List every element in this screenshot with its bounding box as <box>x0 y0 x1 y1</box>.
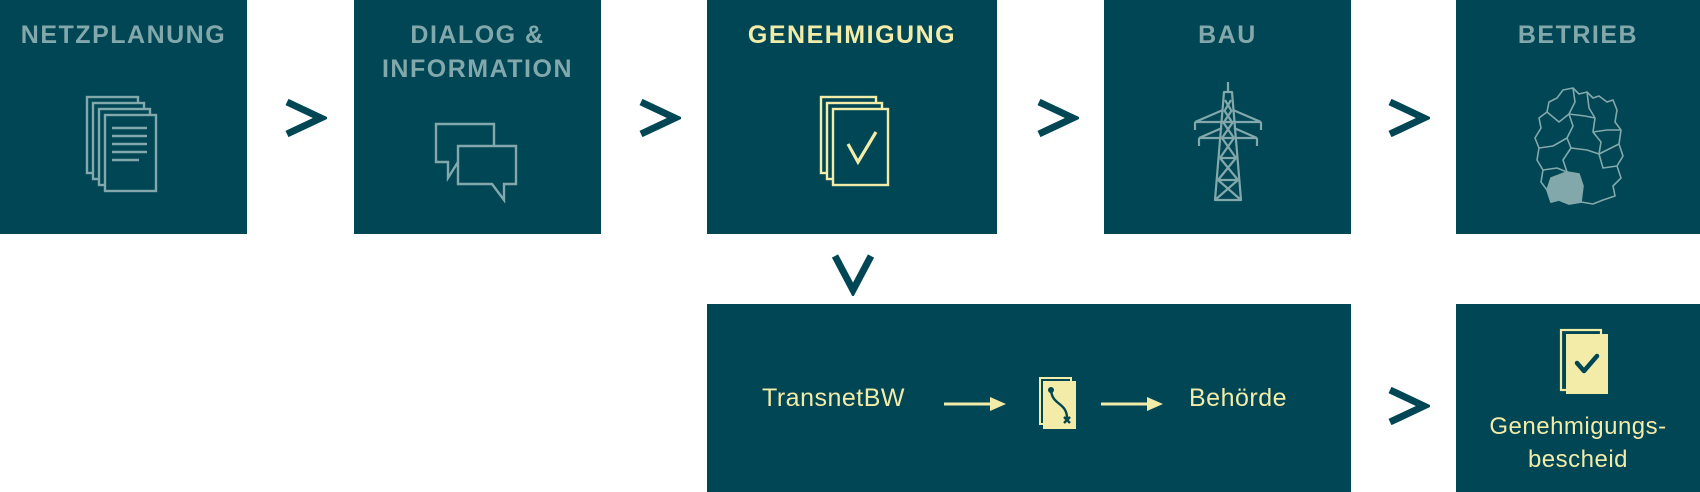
chevron-right-icon <box>639 98 681 138</box>
approval-process-panel: TransnetBW Behörde <box>707 304 1351 492</box>
checked-document-icon <box>1559 328 1608 394</box>
chevron-right-icon <box>285 98 327 138</box>
authority-label: Behörde <box>1189 384 1288 412</box>
approval-notice-box: Genehmigungs- bescheid <box>1456 304 1700 492</box>
documents-stack-icon <box>85 95 158 193</box>
step-dialog-information: DIALOG & INFORMATION <box>354 0 601 234</box>
speech-bubbles-icon <box>434 122 518 204</box>
step-title: NETZPLANUNG <box>20 21 227 49</box>
power-pylon-icon <box>1193 82 1263 202</box>
chevron-down-icon <box>831 254 875 296</box>
step-netzplanung: NETZPLANUNG <box>0 0 247 234</box>
step-betrieb: BETRIEB <box>1456 0 1700 234</box>
step-bau: BAU <box>1104 0 1351 234</box>
arrow-right-icon <box>944 397 1006 411</box>
applicant-label: TransnetBW <box>762 384 906 412</box>
chevron-right-icon <box>1388 98 1430 138</box>
arrow-right-icon <box>1101 397 1163 411</box>
step-title: BAU <box>1198 21 1257 49</box>
route-document-icon <box>1039 377 1076 429</box>
step-title: BETRIEB <box>1517 21 1639 49</box>
result-label-line1: Genehmigungs- <box>1489 413 1667 440</box>
step-title-line2: INFORMATION <box>381 55 573 83</box>
step-genehmigung: GENEHMIGUNG <box>707 0 997 234</box>
result-label-line2: bescheid <box>1527 446 1629 473</box>
chevron-right-icon <box>1037 98 1079 138</box>
approved-document-icon <box>819 95 890 187</box>
step-title: GENEHMIGUNG <box>747 21 957 49</box>
step-title-line1: DIALOG & <box>410 21 545 49</box>
germany-map-icon <box>1534 87 1624 205</box>
chevron-right-icon <box>1388 386 1430 426</box>
